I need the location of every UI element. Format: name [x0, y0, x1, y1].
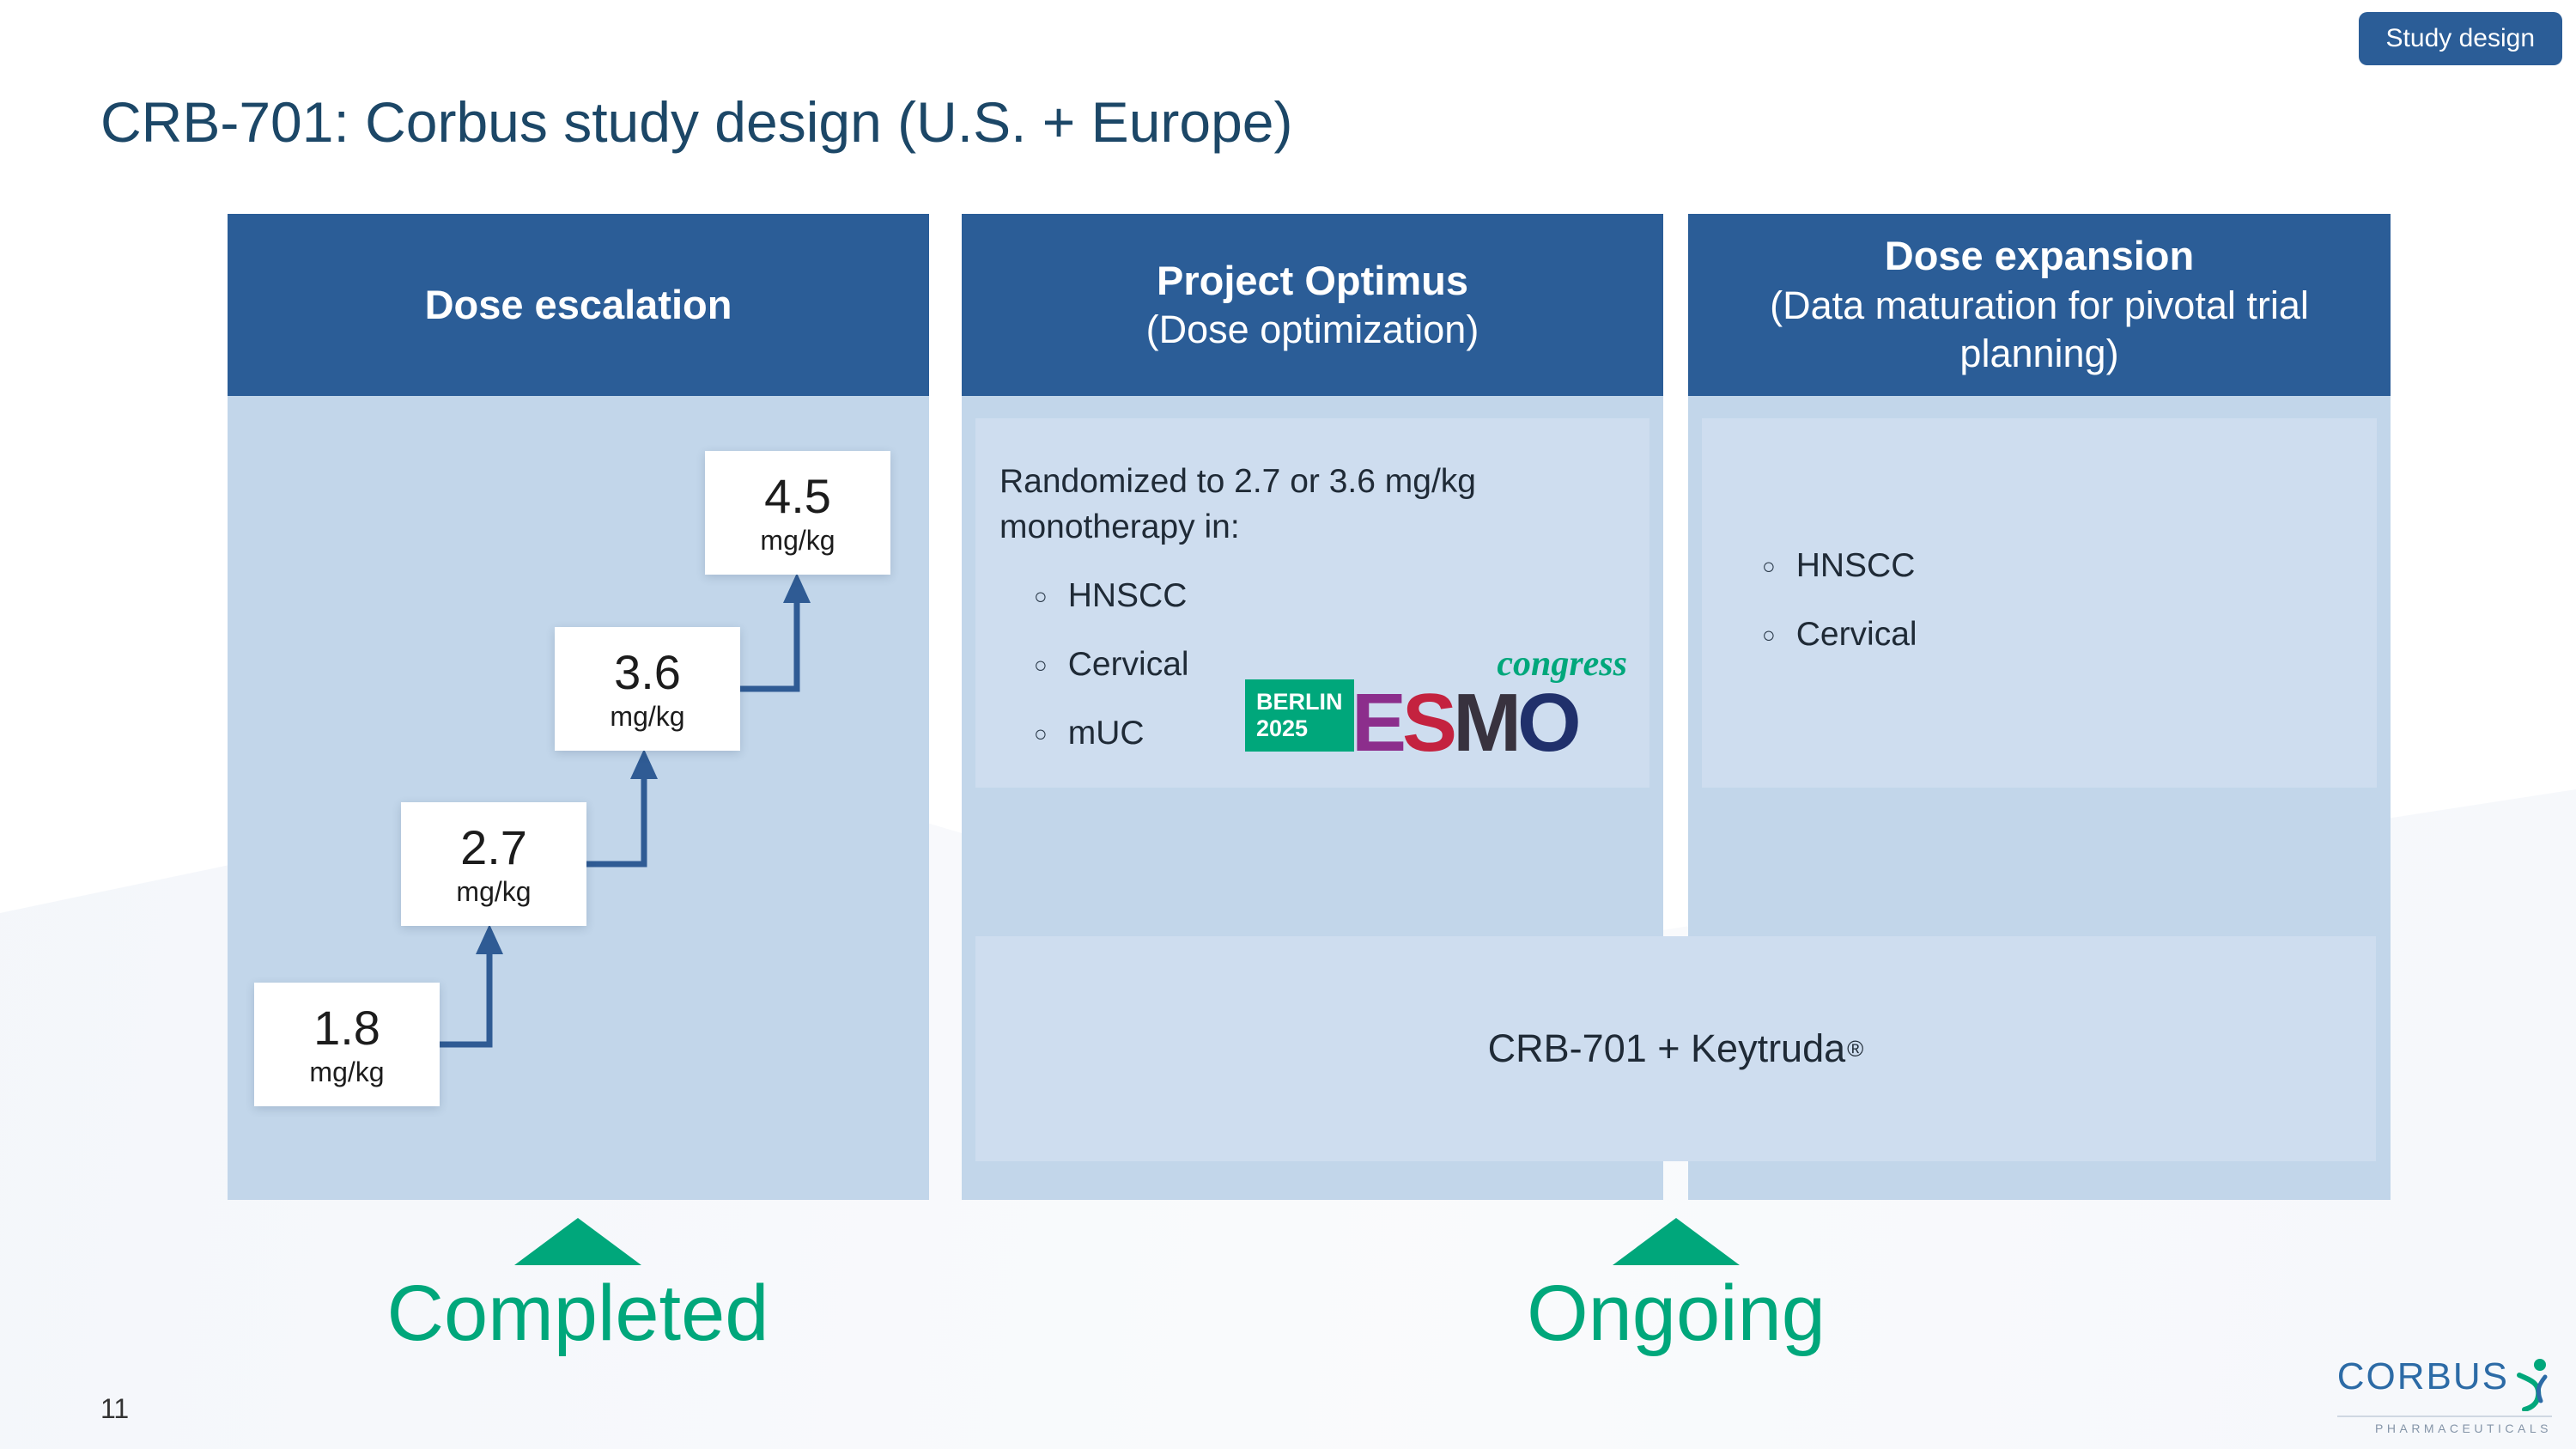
panels-row: Dose escalation 1.8 mg/kg 2.7 mg/kg: [228, 214, 2391, 1200]
list-item: Cervical: [1034, 646, 1615, 684]
dose-unit: mg/kg: [760, 524, 835, 556]
project-optimus-header-subtitle: (Dose optimization): [1145, 307, 1479, 352]
project-optimus-header-title: Project Optimus: [1156, 257, 1468, 303]
corbus-logo-subtitle: PHARMACEUTICALS: [2336, 1416, 2552, 1435]
dose-box-2-7: 2.7 mg/kg: [401, 802, 586, 926]
status-label: Completed: [386, 1269, 769, 1357]
panel-project-optimus: Project Optimus (Dose optimization) Rand…: [962, 214, 1663, 1200]
up-triangle-icon: [514, 1218, 641, 1265]
corbus-logo-name: CORBUS: [2336, 1355, 2509, 1397]
dose-escalation-bottom-status: Completed: [320, 1218, 835, 1357]
dose-value: 1.8: [313, 1000, 380, 1055]
dose-box-3-6: 3.6 mg/kg: [555, 627, 740, 751]
list-item: HNSCC: [1762, 547, 2342, 585]
dose-value: 2.7: [460, 819, 527, 874]
dose-expansion-header-title: Dose expansion: [1884, 233, 2195, 279]
panel-dose-escalation: Dose escalation 1.8 mg/kg 2.7 mg/kg: [228, 214, 929, 1200]
dose-value: 3.6: [614, 644, 681, 699]
esmo-letter: S: [1402, 677, 1457, 770]
dose-expansion-header: Dose expansion (Data maturation for pivo…: [1688, 214, 2391, 396]
dose-escalation-body: 1.8 mg/kg 2.7 mg/kg 3.6 mg/kg 4.5 mg/kg: [228, 396, 929, 1200]
esmo-wordmark: ESMO: [1352, 682, 1582, 764]
esmo-letter: E: [1352, 677, 1406, 770]
dose-expansion-content-box: HNSCC Cervical: [1702, 418, 2377, 788]
project-optimus-header: Project Optimus (Dose optimization): [962, 214, 1663, 396]
project-optimus-content-box: Randomized to 2.7 or 3.6 mg/kg monothera…: [975, 418, 1649, 788]
corbus-logo: CORBUS PHARMACEUTICALS: [2336, 1358, 2552, 1435]
esmo-congress-logo: BERLIN 2025 ESMO congress: [1245, 644, 1627, 764]
dose-box-1-8: 1.8 mg/kg: [254, 983, 440, 1106]
dose-unit: mg/kg: [309, 1056, 385, 1087]
esmo-berlin-city: BERLIN: [1256, 688, 1343, 715]
dose-value: 4.5: [764, 468, 831, 523]
dose-escalation-header: Dose escalation: [228, 214, 929, 396]
dose-unit: mg/kg: [456, 875, 532, 907]
status-label: Ongoing: [1527, 1269, 1826, 1357]
combination-bottom-status: Ongoing: [1419, 1218, 1934, 1357]
esmo-berlin-year: 2025: [1256, 715, 1309, 741]
list-item: Cervical: [1762, 616, 2342, 654]
esmo-letter: O: [1517, 677, 1582, 770]
esmo-berlin-badge: BERLIN 2025: [1245, 679, 1354, 752]
corbus-logo-row: CORBUS: [2337, 1358, 2552, 1411]
optimus-indication-list: HNSCC Cervical mUC: [1034, 577, 1615, 752]
dose-step-arrows: [440, 573, 811, 1048]
esmo-letter: M: [1453, 677, 1522, 770]
study-design-badge: Study design: [2358, 12, 2562, 65]
randomization-text: Randomized to 2.7 or 3.6 mg/kg monothera…: [999, 463, 1476, 545]
esmo-congress-script: congress: [1497, 644, 1627, 684]
dose-unit: mg/kg: [610, 700, 685, 732]
corbus-figure-icon: [2517, 1359, 2548, 1411]
slide-title: CRB-701: Corbus study design (U.S. + Eur…: [100, 90, 1293, 154]
dose-box-4-5: 4.5 mg/kg: [705, 451, 890, 575]
list-item: mUC: [1034, 715, 1615, 752]
combo-therapy-bar: CRB-701 + Keytruda®: [975, 936, 2376, 1161]
page-number: 11: [100, 1393, 130, 1424]
list-item: HNSCC: [1034, 577, 1615, 615]
dose-escalation-header-title: Dose escalation: [424, 281, 732, 327]
dose-expansion-header-subtitle: (Data maturation for pivotal trial plann…: [1770, 283, 2309, 376]
expansion-indication-list: HNSCC Cervical: [1762, 547, 2342, 654]
up-triangle-icon: [1613, 1218, 1740, 1265]
combo-therapy-label: CRB-701 + Keytruda: [1487, 1026, 1846, 1070]
registered-trademark: ®: [1847, 1035, 1864, 1062]
